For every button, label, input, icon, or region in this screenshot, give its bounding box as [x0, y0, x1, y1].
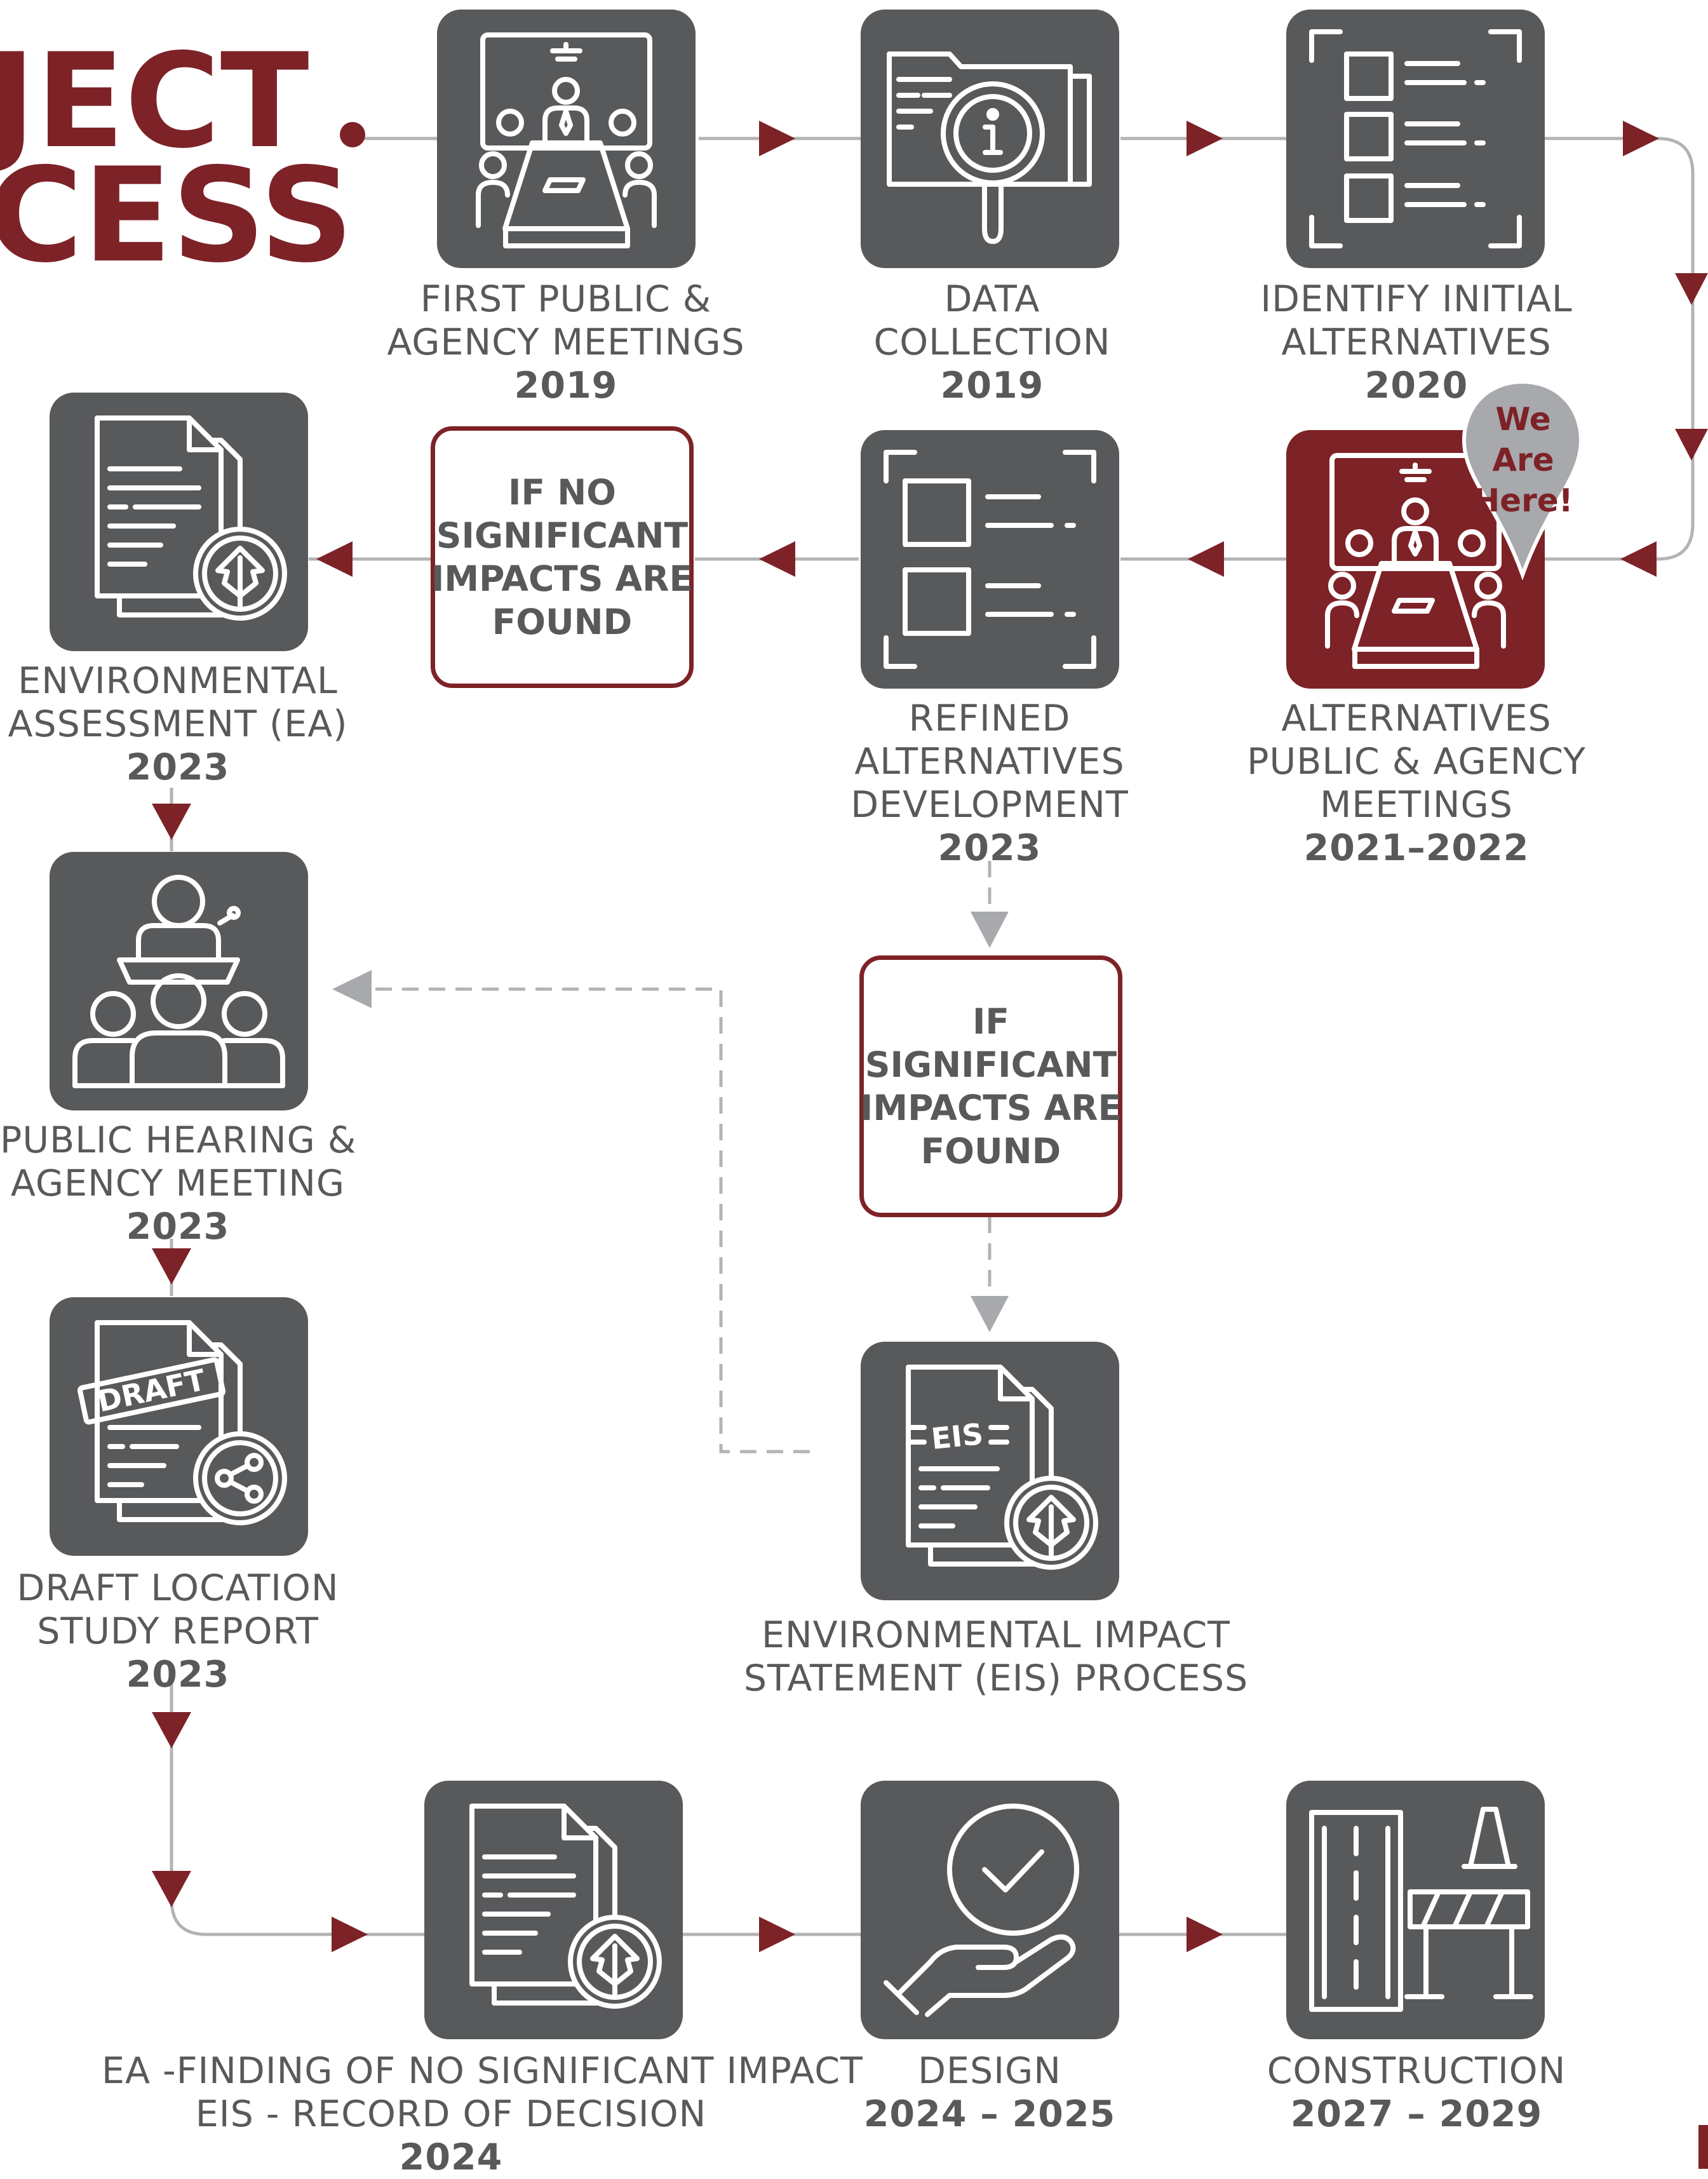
arrow-left [1620, 541, 1657, 577]
step-label: ENVIRONMENTAL IMPACT STATEMENT (EIS) PRO… [743, 1614, 1249, 1699]
data-search-icon [887, 51, 1092, 244]
step-alternatives-public-agency-meetings [1286, 430, 1545, 689]
condition-significant-impacts: IF SIGNIFICANT IMPACTS ARE FOUND [859, 955, 1122, 1217]
we-are-here-marker: We Are Here! [1473, 401, 1573, 519]
step-environmental-impact-statement-process: EIS [861, 1342, 1119, 1600]
condition-no-significant-impacts: IF NO SIGNIFICANT IMPACTS ARE FOUND [431, 426, 694, 688]
step-refined-alternatives-development [861, 430, 1119, 689]
title-bullet [340, 122, 365, 147]
public-hearing-icon [72, 875, 285, 1088]
meeting-icon [476, 32, 657, 248]
draft-share-icon: DRAFT [77, 1320, 287, 1525]
checklist-icon [1309, 29, 1522, 248]
step-environmental-assessment [50, 393, 308, 651]
step-label: DATA COLLECTION 2019 [873, 278, 1111, 407]
arrow-down [152, 1712, 191, 1748]
location-pin-icon [1462, 379, 1584, 580]
arrow-down [152, 1248, 191, 1285]
step-label: REFINED ALTERNATIVES DEVELOPMENT 2023 [851, 698, 1129, 869]
arrow-left [1188, 541, 1224, 577]
arrow-left [316, 541, 353, 577]
step-first-public-agency-meetings [437, 10, 696, 268]
meeting-icon [1325, 453, 1506, 669]
arrow-right [759, 1917, 795, 1952]
road-barrier-icon [1309, 1807, 1533, 2012]
checklist-icon [884, 450, 1096, 669]
approval-hand-icon [884, 1804, 1079, 2017]
step-label: CONSTRUCTION 2027 – 2029 [1267, 2050, 1566, 2135]
eis-document-icon: EIS [906, 1365, 1098, 1570]
arrow-right [332, 1917, 368, 1952]
arrow-left [759, 541, 795, 577]
arrow-right [759, 121, 795, 156]
step-label: DRAFT LOCATION STUDY REPORT 2023 [17, 1567, 339, 1696]
step-public-hearing-agency-meeting [50, 852, 308, 1110]
step-label: PUBLIC HEARING & AGENCY MEETING 2023 [0, 1119, 357, 1248]
arrow-down [152, 1871, 191, 1907]
step-identify-initial-alternatives [1286, 10, 1545, 268]
arrow-left-dashed [332, 970, 372, 1008]
edge-accent-bar [1698, 2125, 1708, 2169]
step-design [861, 1781, 1119, 2039]
arrow-down-dashed [971, 912, 1009, 948]
arrow-down [152, 804, 191, 840]
step-construction [1286, 1781, 1545, 2039]
step-label: ALTERNATIVES PUBLIC & AGENCY MEETINGS 20… [1247, 698, 1586, 869]
environmental-document-icon [469, 1804, 662, 2009]
step-finding-record-of-decision [424, 1781, 683, 2039]
page-title-line2: CESS [0, 140, 354, 292]
arrow-down-dashed [971, 1296, 1009, 1332]
step-label: DESIGN 2024 – 2025 [863, 2050, 1116, 2135]
step-label: EA -FINDING OF NO SIGNIFICANT IMPACT EIS… [102, 2050, 863, 2178]
arrow-down [1675, 429, 1708, 461]
arrow-right [1623, 121, 1659, 156]
arrow-right [1187, 1917, 1223, 1952]
step-label: IDENTIFY INITIAL ALTERNATIVES 2020 [1260, 278, 1573, 407]
step-draft-location-study-report: DRAFT [50, 1297, 308, 1556]
environmental-document-icon [95, 415, 287, 621]
step-label: FIRST PUBLIC & AGENCY MEETINGS 2019 [387, 278, 745, 407]
page-title-line1: JECT [0, 26, 309, 177]
step-data-collection [861, 10, 1119, 268]
arrow-right [1187, 121, 1223, 156]
arrow-down [1675, 273, 1708, 305]
eis-label-text: EIS [929, 1417, 985, 1456]
step-label: ENVIRONMENTAL ASSESSMENT (EA) 2023 [8, 660, 348, 788]
